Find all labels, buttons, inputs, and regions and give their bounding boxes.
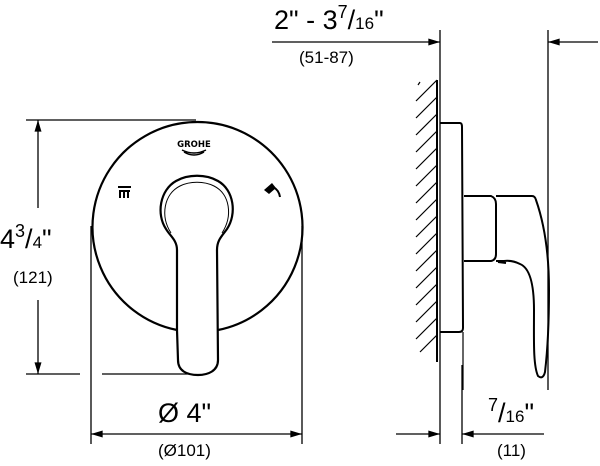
- plate-depth-metric-label: (11): [497, 441, 526, 460]
- side-view: [272, 30, 598, 444]
- wall-hatching: [415, 79, 438, 353]
- projection-frac-num: 7: [337, 2, 348, 22]
- shower-head-icon: [264, 183, 281, 198]
- bath-spout-icon: [118, 186, 131, 198]
- plate-depth-frac-slash: /: [498, 398, 506, 428]
- height-frac-num: 3: [15, 221, 26, 241]
- plate-depth-inch-mark: ": [524, 398, 535, 428]
- plate-depth-frac-num: 7: [488, 395, 499, 415]
- diameter-dimension-label: Ø 4": [158, 398, 212, 428]
- lever-hub-inner-line: [164, 181, 230, 234]
- height-whole: 4: [0, 224, 16, 254]
- height-metric-label: (121): [13, 268, 53, 287]
- grohe-logo: GROHE: [177, 140, 211, 156]
- grohe-logo-wings: [181, 149, 207, 156]
- plate-depth-dimension-label: 7/16": [488, 396, 535, 428]
- lever-handle: [159, 174, 234, 377]
- front-view: [26, 119, 304, 444]
- projection-metric-label: (51-87): [299, 48, 354, 67]
- height-frac-den: 4: [32, 233, 43, 252]
- projection-frac-den: 16: [355, 14, 375, 33]
- lever-side-profile: [496, 195, 551, 379]
- handle-hub-side: [464, 195, 497, 262]
- escutcheon-plate: [91, 121, 304, 332]
- projection-whole: 2" - 3: [274, 5, 338, 35]
- height-dimension-label: 43/4": [0, 222, 52, 254]
- height-inch-mark: ": [42, 224, 52, 254]
- projection-inch-mark: ": [374, 5, 384, 35]
- plate-depth-frac-den: 16: [505, 407, 525, 426]
- height-frac-slash: /: [25, 224, 33, 254]
- grohe-logo-text: GROHE: [177, 140, 211, 150]
- diameter-metric-label: (Ø101): [158, 441, 211, 460]
- projection-frac-slash: /: [347, 5, 356, 35]
- projection-dimension-label: 2" - 37/16": [274, 3, 384, 35]
- escutcheon-side-profile: [440, 122, 465, 333]
